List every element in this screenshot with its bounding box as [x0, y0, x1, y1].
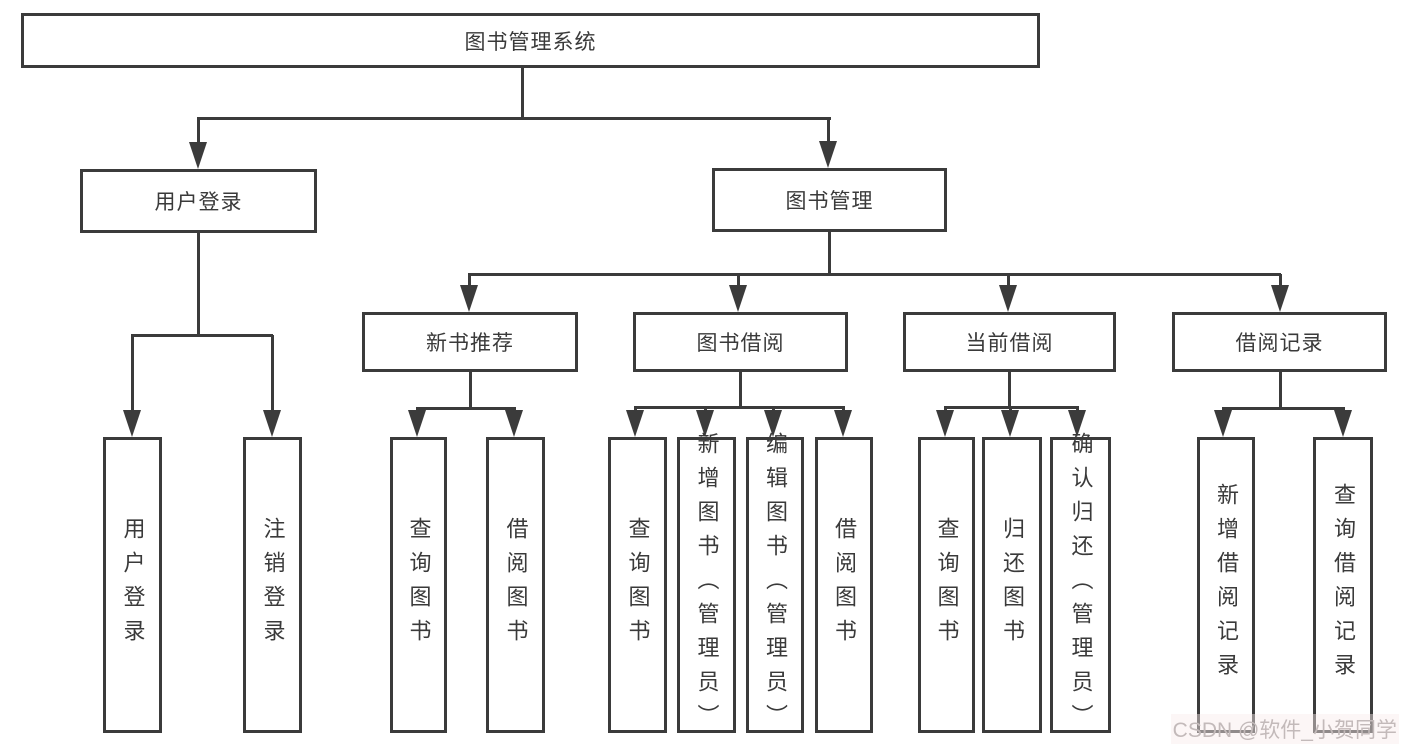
- connector-drop-book-mgmt: [827, 118, 830, 145]
- node-current-borrow: 当前借阅: [903, 312, 1116, 372]
- leaf-br-query-record: 查询借阅记录: [1313, 437, 1373, 733]
- arrowhead-leaf-logout: [263, 410, 281, 437]
- arrowhead-leaf-login: [123, 410, 141, 437]
- connector-book-borrow-stem: [739, 372, 742, 407]
- connector-book-mgmt-stem: [828, 232, 831, 274]
- node-book-mgmt-label: 图书管理: [785, 190, 874, 213]
- arrowhead-cb-confirm: [1068, 410, 1086, 437]
- leaf-br-query-record-label: 查询借阅记录: [1331, 483, 1356, 687]
- arrowhead-current-borrow: [999, 285, 1017, 312]
- node-user-login-label: 用户登录: [154, 191, 243, 214]
- arrowhead-nb-query: [408, 410, 426, 437]
- node-book-borrow-label: 图书借阅: [696, 332, 785, 355]
- connector-drop-borrow-records: [1279, 274, 1282, 288]
- arrowhead-nb-borrow: [505, 410, 523, 437]
- arrowhead-book-borrow: [729, 285, 747, 312]
- leaf-logout: 注销登录: [243, 437, 302, 733]
- node-new-books: 新书推荐: [362, 312, 578, 372]
- connector-current-borrow-stem: [1008, 372, 1011, 407]
- watermark: CSDN @软件_小贺同学: [1170, 714, 1399, 744]
- arrowhead-book-mgmt: [819, 141, 837, 168]
- leaf-logout-label: 注销登录: [260, 517, 286, 653]
- arrowhead-bb-edit: [764, 410, 782, 437]
- leaf-nb-borrow-books-label: 借阅图书: [503, 517, 529, 653]
- connector-book-borrow-rail: [634, 406, 845, 409]
- arrowhead-br-add: [1214, 410, 1232, 437]
- leaf-cb-query-books: 查询图书: [918, 437, 975, 733]
- node-borrow-records-label: 借阅记录: [1235, 332, 1324, 355]
- arrowhead-cb-return: [1001, 410, 1019, 437]
- leaf-nb-borrow-books: 借阅图书: [486, 437, 545, 733]
- arrowhead-br-query: [1334, 410, 1352, 437]
- leaf-bb-edit-books-label: 编辑图书（管理员）: [763, 432, 788, 738]
- connector-user-login-stem: [197, 233, 200, 335]
- leaf-cb-return-books: 归还图书: [982, 437, 1042, 733]
- connector-level2-rail: [197, 117, 831, 120]
- leaf-br-add-record: 新增借阅记录: [1197, 437, 1255, 733]
- arrowhead-new-books: [460, 285, 478, 312]
- leaf-user-login-label: 用户登录: [120, 517, 146, 653]
- connector-root-stem: [521, 68, 524, 118]
- node-book-mgmt: 图书管理: [712, 168, 947, 232]
- connector-borrow-records-stem: [1279, 372, 1282, 408]
- node-new-books-label: 新书推荐: [426, 332, 514, 355]
- connector-user-login-rail: [131, 334, 273, 337]
- leaf-bb-add-books-label: 新增图书（管理员）: [694, 432, 720, 738]
- connector-new-books-rail: [416, 407, 516, 410]
- node-root: 图书管理系统: [21, 13, 1040, 68]
- leaf-cb-confirm-return-label: 确认归还（管理员）: [1068, 432, 1094, 738]
- node-root-label: 图书管理系统: [464, 30, 597, 54]
- connector-drop-user-login: [197, 118, 200, 146]
- leaf-bb-borrow-books: 借阅图书: [815, 437, 873, 733]
- leaf-user-login: 用户登录: [103, 437, 162, 733]
- leaf-cb-return-books-label: 归还图书: [1000, 517, 1025, 653]
- connector-new-books-stem: [469, 372, 472, 408]
- leaf-bb-add-books: 新增图书（管理员）: [677, 432, 736, 738]
- leaf-cb-confirm-return: 确认归还（管理员）: [1050, 432, 1111, 738]
- leaf-bb-edit-books: 编辑图书（管理员）: [746, 432, 804, 738]
- connector-drop-current-borrow: [1007, 274, 1010, 288]
- node-book-borrow: 图书借阅: [633, 312, 848, 372]
- arrowhead-borrow-records: [1271, 285, 1289, 312]
- connector-level3-rail: [468, 273, 1281, 276]
- connector-drop-book-borrow: [737, 274, 740, 288]
- node-current-borrow-label: 当前借阅: [965, 332, 1054, 355]
- connector-drop-new-books: [468, 274, 471, 288]
- connector-borrow-records-rail: [1222, 407, 1345, 410]
- leaf-nb-query-books: 查询图书: [390, 437, 447, 733]
- arrowhead-cb-query: [936, 410, 954, 437]
- connector-drop-leaf-logout: [271, 335, 274, 413]
- arrowhead-bb-add: [696, 410, 714, 437]
- leaf-bb-query-books-label: 查询图书: [625, 517, 651, 653]
- node-borrow-records: 借阅记录: [1172, 312, 1387, 372]
- leaf-bb-borrow-books-label: 借阅图书: [832, 517, 857, 653]
- node-user-login: 用户登录: [80, 169, 317, 233]
- leaf-br-add-record-label: 新增借阅记录: [1214, 483, 1239, 687]
- arrowhead-user-login: [189, 142, 207, 169]
- leaf-nb-query-books-label: 查询图书: [406, 517, 432, 653]
- arrowhead-bb-borrow: [834, 410, 852, 437]
- leaf-bb-query-books: 查询图书: [608, 437, 667, 733]
- leaf-cb-query-books-label: 查询图书: [934, 517, 960, 653]
- arrowhead-bb-query: [626, 410, 644, 437]
- connector-drop-leaf-login: [131, 335, 134, 413]
